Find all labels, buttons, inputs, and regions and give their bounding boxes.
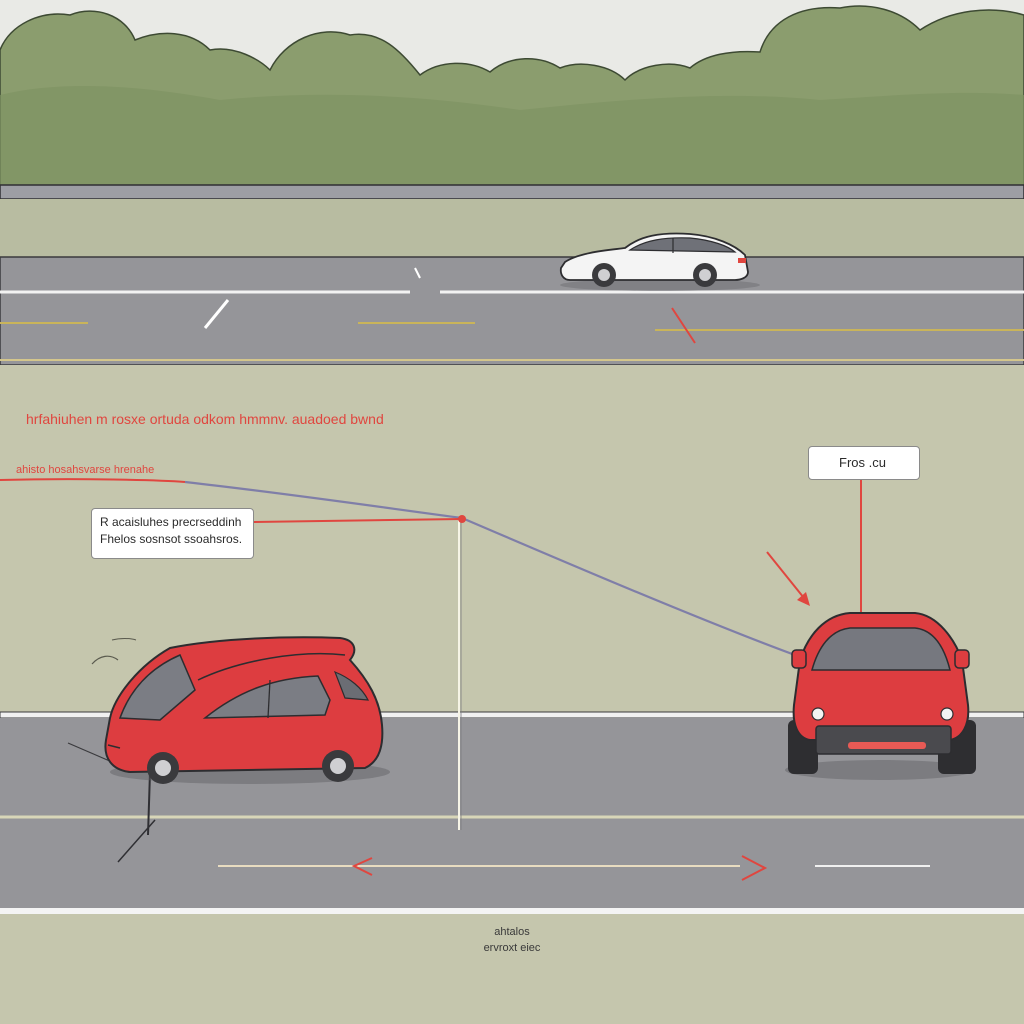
red-car-front <box>785 612 976 780</box>
header-annotation: hrfahiuhen m rosxe ortuda odkom hmmnv. a… <box>26 411 384 427</box>
callout-pointer <box>252 518 463 523</box>
road-mark-tick <box>414 267 421 279</box>
white-car <box>559 232 760 291</box>
trajectory-line-left <box>0 478 186 483</box>
red-hatchback <box>104 636 390 784</box>
callout-box-line-2: Fhelos sosnsot ssoahsros. <box>100 532 243 546</box>
upper-road <box>0 256 1024 366</box>
grass-tuft-2 <box>111 638 137 641</box>
road-mark-slash <box>203 299 230 329</box>
distance-arrow-right <box>741 855 768 881</box>
direction-arrow-shaft <box>766 551 809 604</box>
direction-arrow-head <box>797 592 810 606</box>
far-verge <box>0 199 1024 257</box>
trajectory-callout-box: R acaisluhes precrseddinh Fhelos sosnsot… <box>91 508 254 559</box>
grass-tuft <box>91 655 119 665</box>
impact-point <box>458 515 466 523</box>
road-mark-red <box>671 307 696 344</box>
far-guardrail <box>0 184 1024 200</box>
left-callout-label: ahisto hosahsvarse hrenahe <box>16 464 155 476</box>
caption-line-1: ahtalos <box>494 926 530 938</box>
left-car-tail <box>67 742 113 763</box>
left-car-leader-foot <box>117 819 156 863</box>
distance-arrow-left <box>351 857 373 876</box>
bottom-verge <box>0 914 1024 1024</box>
callout-box-line-1: R acaisluhes precrseddinh <box>100 515 242 529</box>
right-label-box: Fros .cu <box>808 446 920 480</box>
caption-line-2: ervroxt eiec <box>483 942 541 954</box>
tree-line-shade <box>0 85 1024 190</box>
left-car-leader <box>147 771 151 836</box>
bottom-caption: ahtalos ervroxt eiec <box>0 924 1024 956</box>
lower-road-bottom-line <box>0 908 1024 914</box>
